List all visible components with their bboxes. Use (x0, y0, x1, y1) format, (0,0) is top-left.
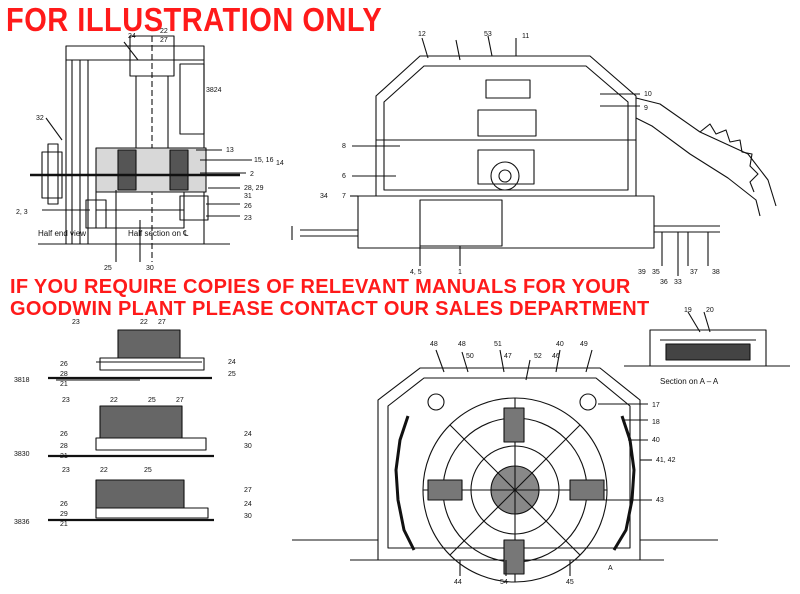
label-7: 7 (342, 193, 346, 200)
label-28-29: 28, 29 (244, 185, 264, 192)
rotor-section-3836 (48, 479, 214, 522)
label-26-b: 26 (60, 431, 68, 438)
label-25: 25 (104, 265, 112, 272)
model-code-3824: 3824 (206, 87, 222, 94)
label-48-b: 48 (458, 341, 466, 348)
label-23-c: 23 (62, 467, 70, 474)
rotor-section-3830 (48, 405, 214, 458)
label-24-b: 24 (244, 431, 252, 438)
label-21-c: 21 (60, 521, 68, 528)
label-49: 49 (580, 341, 588, 348)
label-40-b: 40 (652, 437, 660, 444)
model-code-3818: 3818 (14, 377, 30, 384)
label-10: 10 (644, 91, 652, 98)
label-23-a: 23 (72, 319, 80, 326)
label-27-b: 27 (176, 397, 184, 404)
label-31: 31 (244, 193, 252, 200)
label-27-a: 27 (158, 319, 166, 326)
label-22-b: 22 (110, 397, 118, 404)
label-50: 50 (466, 353, 474, 360)
caption-half-end-view: Half end view (38, 229, 86, 238)
label-4-5: 4, 5 (410, 269, 422, 276)
banner-manuals-line-1: IF YOU REQUIRE COPIES OF RELEVANT MANUAL… (10, 276, 631, 298)
label-15-16: 15, 16 (254, 157, 274, 164)
half-end-view-drawing (30, 35, 252, 262)
label-30-b: 30 (244, 443, 252, 450)
label-21-b: 21 (60, 453, 68, 460)
label-45: 45 (566, 579, 574, 586)
label-34: 34 (320, 193, 328, 200)
label-53: 53 (484, 31, 492, 38)
label-54: 54 (500, 579, 508, 586)
label-26-a: 26 (60, 361, 68, 368)
label-22-c: 22 (100, 467, 108, 474)
banner-manuals-line-2: GOODWIN PLANT PLEASE CONTACT OUR SALES D… (10, 298, 650, 320)
label-9: 9 (644, 105, 648, 112)
label-33: 33 (674, 279, 682, 286)
label-48-a: 48 (430, 341, 438, 348)
label-2-3: 2, 3 (16, 209, 28, 216)
label-17: 17 (652, 402, 660, 409)
label-28-a: 28 (60, 371, 68, 378)
label-52: 52 (534, 353, 542, 360)
label-24: 24 (128, 33, 136, 40)
label-26: 26 (244, 203, 252, 210)
label-39: 39 (638, 269, 646, 276)
label-8: 8 (342, 143, 346, 150)
label-41-42: 41, 42 (656, 457, 676, 464)
label-23-b: 23 (62, 397, 70, 404)
label-51: 51 (494, 341, 502, 348)
label-2: 2 (250, 171, 254, 178)
label-27-c: 27 (244, 487, 252, 494)
section-a-a-drawing (624, 311, 790, 367)
label-38: 38 (712, 269, 720, 276)
label-43: 43 (656, 497, 664, 504)
label-30: 30 (146, 265, 154, 272)
label-27: 27 (160, 37, 168, 44)
crusher-side-elevation (291, 35, 777, 276)
drawing-labels: Half end view Half section on ℄ Section … (14, 28, 720, 586)
label-23: 23 (244, 215, 252, 222)
label-26-c: 26 (60, 501, 68, 508)
model-code-3830: 3830 (14, 451, 30, 458)
label-25-c: 25 (144, 467, 152, 474)
label-24-a: 24 (228, 359, 236, 366)
label-44: 44 (454, 579, 462, 586)
label-36: 36 (660, 279, 668, 286)
label-12: 12 (418, 31, 426, 38)
label-18: 18 (652, 419, 660, 426)
model-code-3836: 3836 (14, 519, 30, 526)
rotor-section-3818 (48, 329, 212, 381)
label-11: 11 (522, 33, 529, 40)
label-14: 14 (276, 160, 284, 167)
label-22: 22 (160, 28, 168, 35)
label-37: 37 (690, 269, 698, 276)
label-40-a: 40 (556, 341, 564, 348)
caption-half-section: Half section on ℄ (128, 229, 189, 238)
label-28-b: 28 (60, 443, 68, 450)
label-19: 19 (684, 307, 692, 314)
label-20: 20 (706, 307, 714, 314)
label-13: 13 (226, 147, 234, 154)
label-21-a: 21 (60, 381, 68, 388)
rotor-end-section (292, 349, 718, 583)
label-35: 35 (652, 269, 660, 276)
caption-section-a-a: Section on A – A (660, 377, 719, 386)
label-25-b: 25 (148, 397, 156, 404)
label-32: 32 (36, 115, 44, 122)
label-22-a: 22 (140, 319, 148, 326)
label-1: 1 (458, 269, 462, 276)
banner-illustration-only: FOR ILLUSTRATION ONLY (6, 2, 383, 39)
label-47: 47 (504, 353, 512, 360)
label-6: 6 (342, 173, 346, 180)
label-46: 46 (552, 353, 560, 360)
label-25-a: 25 (228, 371, 236, 378)
label-29-c: 29 (60, 511, 68, 518)
label-a: A (608, 565, 613, 572)
label-24-c: 24 (244, 501, 252, 508)
label-30-c: 30 (244, 513, 252, 520)
